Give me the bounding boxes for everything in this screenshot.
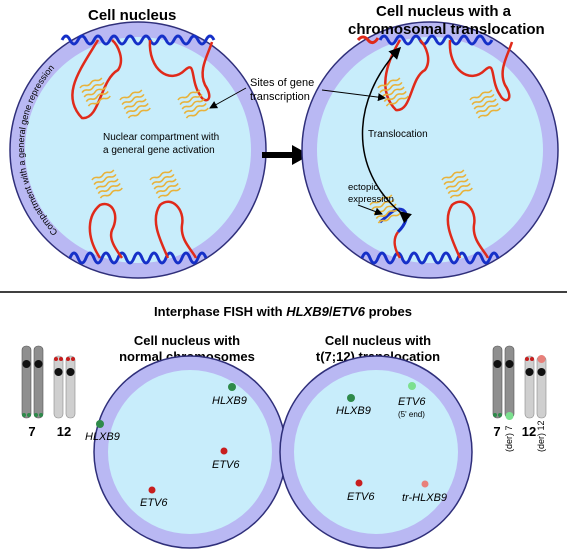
- top-right-title-line2: chromosomal translocation: [348, 21, 545, 38]
- left-chromosome-pair-7: [21, 345, 44, 419]
- ectopic-label-line1: ectopic: [348, 182, 378, 193]
- hlxb9-label: HLXB9: [336, 405, 371, 417]
- repressed-chromatin-bottom: [68, 251, 208, 265]
- active-chromatin-loop: [393, 231, 402, 259]
- etv6-label: ETV6: [347, 491, 375, 503]
- etv6-signal: [220, 447, 228, 455]
- active-chromatin-loop: [448, 39, 514, 102]
- hlxb9-label: HLXB9: [85, 431, 120, 443]
- ectopic-label-line2: expression: [348, 194, 394, 205]
- top-right-nucleus: Translocation ectopic expression: [301, 21, 559, 279]
- active-chromatin-loop: [88, 202, 124, 259]
- bottom-right-nucleus: HLXB9 ETV6 (5' end) ETV6 tr-HLXB9: [279, 355, 473, 549]
- der12-label: (der) 12: [536, 420, 546, 452]
- etv6-signal: [355, 479, 363, 487]
- repressed-chromatin-bottom: [360, 251, 500, 265]
- chromosome-7-label: 7: [28, 424, 35, 439]
- top-left-nucleus: Compartment with a general gene repressi…: [9, 21, 267, 279]
- top-right-title-line1: Cell nucleus with a: [376, 3, 512, 20]
- bottom-left-title-line1: Cell nucleus with: [134, 333, 240, 348]
- chromosome-12-label: 12: [522, 424, 536, 439]
- right-chromosome-pair-12: [524, 355, 547, 419]
- etv6-label: ETV6: [212, 459, 240, 471]
- active-chromatin-loop: [446, 200, 490, 259]
- bottom-right-title-line1: Cell nucleus with: [325, 333, 431, 348]
- right-chromosome-pair-7: [492, 345, 515, 420]
- translocated-red-segment: [356, 35, 380, 45]
- fish-heading: Interphase FISH with HLXB9/ETV6 probes: [154, 304, 412, 319]
- ectopic-pointer: [357, 204, 383, 216]
- translocation-arrow: [361, 46, 412, 224]
- sites-pointer-right: [321, 89, 386, 102]
- bottom-left-nucleus: HLXB9 HLXB9 ETV6 ETV6: [85, 355, 287, 549]
- left-chromosome-pair-12: [53, 355, 76, 419]
- active-chromatin-loop: [71, 39, 123, 120]
- hlxb9-signal: [228, 383, 236, 391]
- chromosome-7-label: 7: [493, 424, 500, 439]
- active-chromatin-loop: [148, 39, 214, 102]
- repressed-chromatin-top: [378, 34, 494, 46]
- hlxb9-signal: [347, 394, 355, 402]
- hlxb9-signal: [96, 420, 104, 428]
- etv6-label: ETV6: [140, 497, 168, 509]
- sites-label-line2: transcription: [250, 91, 310, 103]
- transition-arrow: [262, 145, 310, 165]
- top-left-title: Cell nucleus: [88, 7, 176, 24]
- sites-pointer-left: [209, 87, 247, 109]
- chromosome-12-label: 12: [57, 424, 71, 439]
- repressed-chromatin-top: [60, 34, 216, 46]
- etv6-5prime-signal: [408, 382, 416, 390]
- hlxb9-label: HLXB9: [212, 395, 247, 407]
- der7-label: (der) 7: [504, 425, 514, 452]
- etv6-label: ETV6: [398, 396, 426, 408]
- activation-label-line1: Nuclear compartment with: [103, 132, 219, 143]
- etv6-5prime-note: (5' end): [398, 410, 425, 419]
- tr-hlxb9-label: tr-HLXB9: [402, 492, 447, 504]
- tr-hlxb9-signal: [421, 480, 429, 488]
- sites-label-line1: Sites of gene: [250, 77, 314, 89]
- active-chromatin-loop: [154, 200, 198, 259]
- activation-label-line2: a general gene activation: [103, 145, 215, 156]
- translocation-label: Translocation: [368, 129, 428, 140]
- etv6-signal: [148, 486, 156, 494]
